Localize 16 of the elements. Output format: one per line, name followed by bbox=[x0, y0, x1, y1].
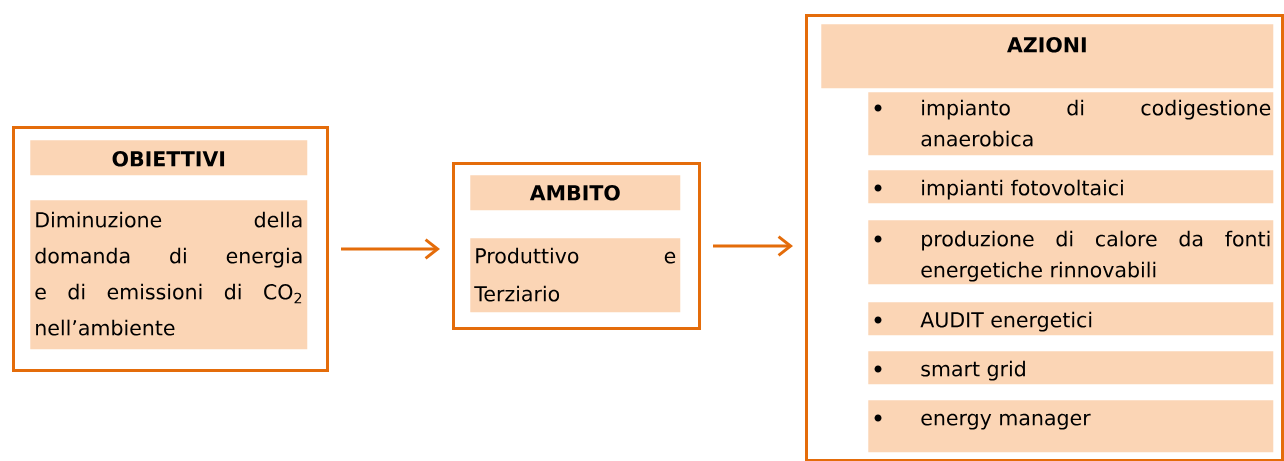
list-item-band: impianti fotovoltaici bbox=[868, 170, 1274, 204]
heading-band: AZIONI bbox=[821, 24, 1274, 89]
panel-frame bbox=[805, 14, 1284, 461]
list-item-band: impianto di codigestione anaerobica bbox=[868, 92, 1274, 156]
arrow bbox=[713, 235, 793, 257]
text-band: Produttivo e Terziario bbox=[470, 238, 681, 313]
list-item-band: energy manager bbox=[868, 400, 1274, 453]
panel-frame bbox=[452, 162, 701, 330]
text-band: Diminuzione della domanda di energia e di emissioni di CO$_{2}$ nell’ambiente bbox=[30, 200, 308, 350]
list-item-band: smart grid bbox=[868, 351, 1274, 385]
list-item-band: produzione di calore da fonti energetiche rinnovabili bbox=[868, 220, 1274, 285]
arrow bbox=[341, 238, 440, 260]
heading-band: AMBITO bbox=[470, 175, 681, 211]
list-item-band: AUDIT energetici bbox=[868, 302, 1274, 336]
panel-frame bbox=[12, 126, 329, 372]
heading-band: OBIETTIVI bbox=[30, 140, 308, 176]
